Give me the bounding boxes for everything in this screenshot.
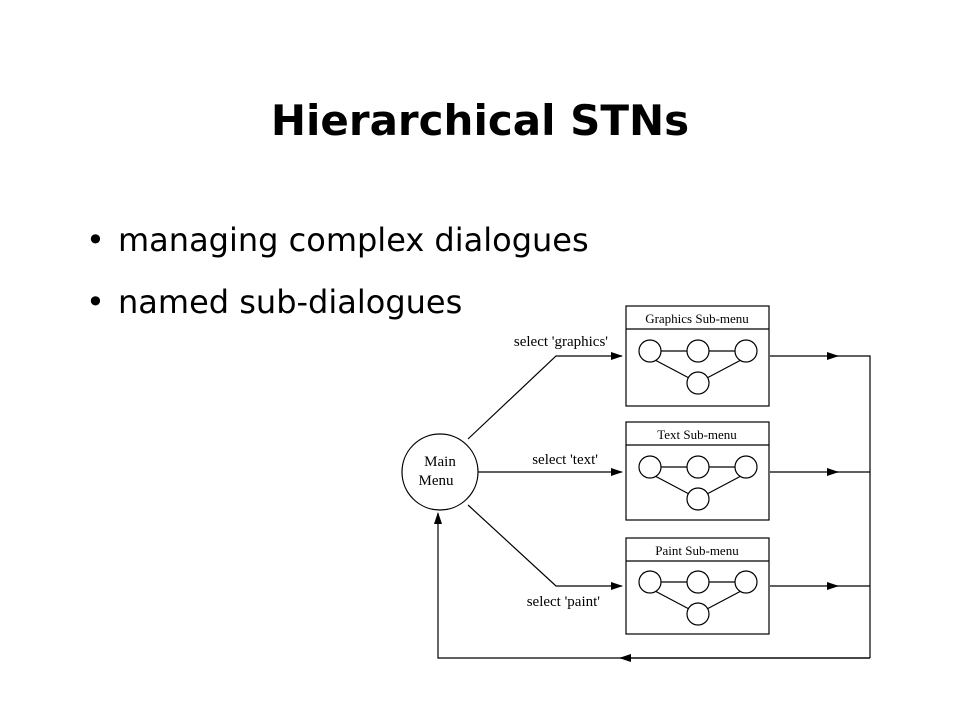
bullet-item: • managing complex dialogues: [86, 218, 589, 280]
state-node: [734, 570, 758, 594]
state-node: [734, 455, 758, 479]
paint-submenu-title: Paint Sub-menu: [655, 543, 739, 558]
transition-text-label: select 'text': [532, 452, 598, 468]
bullet-text: managing complex dialogues: [118, 221, 589, 259]
return-bus-line: [836, 355, 871, 658]
main-menu-node: [401, 433, 479, 511]
state-node: [686, 487, 710, 511]
text-submenu-title: Text Sub-menu: [657, 427, 737, 442]
main-menu-label-line2: Menu: [419, 473, 454, 489]
bullet-text: named sub-dialogues: [118, 283, 463, 321]
slide-title: Hierarchical STNs: [270, 96, 690, 145]
main-menu-label-line1: Main: [424, 454, 456, 470]
state-node: [686, 371, 710, 395]
state-node: [638, 455, 662, 479]
state-node: [638, 570, 662, 594]
transition-graphics-arrow: [467, 352, 623, 440]
transition-graphics-label: select 'graphics': [514, 334, 608, 350]
state-node: [734, 339, 758, 363]
transition-paint-label: select 'paint': [527, 594, 601, 610]
bullet-item: • named sub-dialogues: [86, 280, 589, 342]
state-node: [686, 455, 710, 479]
state-node: [686, 602, 710, 626]
bullet-dot-icon: •: [86, 283, 105, 321]
state-node: [686, 339, 710, 363]
transition-paint-arrow: [467, 504, 623, 590]
bullet-dot-icon: •: [86, 221, 105, 259]
graphics-submenu-title: Graphics Sub-menu: [645, 311, 749, 326]
bullet-list: • managing complex dialogues • named sub-d…: [86, 218, 589, 342]
state-node: [686, 570, 710, 594]
state-node: [638, 339, 662, 363]
